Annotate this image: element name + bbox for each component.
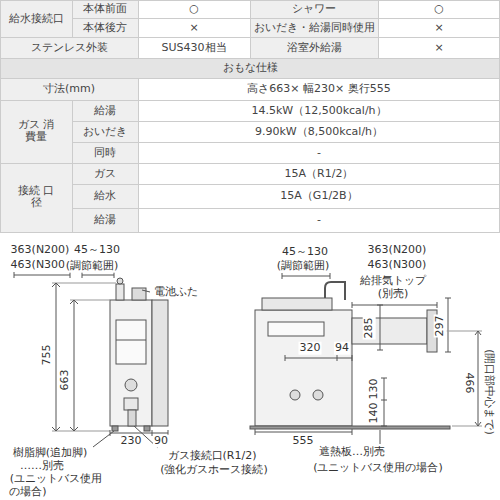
dimension-label: 755 (41, 344, 54, 367)
table-cell: × (434, 41, 443, 54)
table-cell-bg (139, 209, 500, 233)
table-cell-bg (1, 164, 73, 233)
table-cell: 給水接続口 (9, 12, 64, 25)
dimension-label: 230 (120, 435, 143, 448)
table-cell-bg (139, 19, 251, 38)
dimension-label: (開口部中心まで) (483, 348, 496, 436)
table-cell-bg (73, 185, 139, 209)
table-cell: 9.90kW（8,500kcal/h） (255, 125, 383, 138)
table-cell-bg (1, 59, 500, 79)
dimension-label: 463(N300) (367, 259, 428, 272)
table-cell: おもな仕様 (223, 62, 278, 75)
table-cell: 15A（G1/2B） (280, 190, 357, 203)
table-cell: 浴室外給湯 (287, 41, 342, 54)
dimension-label: 94 (334, 342, 350, 355)
table-cell-bg (139, 185, 500, 209)
table-cell-bg (1, 79, 139, 101)
table-cell: 同時 (94, 146, 116, 159)
dimension-label: 320 (299, 342, 322, 355)
table-cell-bg (379, 1, 500, 19)
dimension-label: ガス接続口(R1/2) (167, 450, 258, 463)
table-cell: 15A（R1/2） (285, 167, 354, 180)
table-cell-bg (251, 38, 379, 59)
table-cell: ○ (189, 3, 199, 16)
table-cell: × (189, 21, 198, 34)
table-cell-bg (1, 101, 73, 164)
table-cell: SUS430相当 (161, 41, 226, 54)
table-cell: - (317, 146, 321, 159)
dimension-label: 140 (368, 402, 381, 425)
right-view (250, 273, 482, 444)
dimension-label: 45～130 (73, 244, 121, 257)
table-cell-bg (139, 38, 251, 59)
table-cell-bg (139, 164, 500, 185)
table-cell: 寸法(mm) (43, 83, 95, 96)
table-cell-bg (139, 143, 500, 164)
table-cell-bg (251, 19, 379, 38)
table-cell: シャワー (292, 3, 336, 16)
table-cell-bg (1, 1, 73, 38)
left-view (14, 272, 168, 448)
dimension-label: 45～130 (281, 246, 329, 259)
dimension-label: 遮熱板…別売 (318, 446, 386, 459)
dimension-label: (調節範囲) (65, 260, 120, 273)
dimension-label: 給排気トップ (359, 275, 427, 288)
dimension-label: 466 (463, 372, 476, 395)
table-cell-bg (73, 101, 139, 122)
table-cell-bg (139, 122, 500, 143)
table-cell: × (434, 21, 443, 34)
dimension-label: 555 (292, 435, 315, 448)
table-cell: おいだき・給湯同時使用 (254, 21, 375, 34)
table-cell: 給湯 (94, 104, 116, 117)
dimension-label: 297 (434, 315, 447, 338)
dimension-label: (ユニットバス使用の場合) (312, 462, 444, 475)
table-cell: 本体前面 (83, 3, 127, 16)
table-cell-bg (73, 1, 139, 19)
dimension-label: (別売) (377, 288, 410, 301)
table-cell: ガス 消費量 (16, 119, 56, 144)
table-cell-bg (139, 79, 500, 101)
dimension-label: 電池ふた (153, 286, 199, 299)
table-cell: 接続 口径 (16, 185, 56, 210)
table-cell: おいだき (83, 125, 127, 138)
table-cell-bg (1, 38, 139, 59)
dimension-label: 130 (368, 378, 381, 401)
dimension-label: ……別売 (19, 460, 65, 473)
table-cell: ○ (434, 3, 444, 16)
table-cell-bg (139, 1, 251, 19)
table-cell: ガス (94, 167, 116, 180)
table-cell-bg (251, 1, 379, 19)
table-cell-bg (73, 143, 139, 164)
table-cell-bg (73, 19, 139, 38)
table-cell-bg (73, 122, 139, 143)
spec-table (0, 0, 500, 240)
table-cell: 給湯 (94, 214, 116, 227)
dimension-label: 90 (153, 435, 169, 448)
table-cell: - (317, 214, 321, 227)
dimension-label: (ユニットバス使用 (9, 473, 103, 486)
dimension-label: 463(N300) (10, 259, 71, 272)
table-cell-bg (379, 38, 500, 59)
dimension-label: 樹脂脚(追加脚) (12, 447, 89, 460)
table-cell-bg (73, 209, 139, 233)
table-cell: 14.5kW（12,500kcal/h） (251, 104, 386, 117)
table-cell: 給水 (94, 190, 116, 203)
dimension-label: 663 (59, 369, 72, 392)
dimension-label: 363(N200) (367, 244, 428, 257)
table-cell: 高さ663× 幅230× 奥行555 (247, 83, 390, 96)
dimension-label: 363(N200) (10, 244, 71, 257)
table-cell: 本体後方 (83, 21, 127, 34)
table-cell: ステンレス外装 (31, 41, 108, 54)
dimension-label: (強化ガスホース接続) (159, 464, 269, 477)
dimension-label: (調節範囲) (276, 260, 331, 273)
dimension-label: の場合) (8, 485, 47, 498)
dimension-label: 285 (363, 317, 376, 340)
table-cell-bg (73, 164, 139, 185)
table-cell-bg (139, 101, 500, 122)
table-cell-bg (379, 19, 500, 38)
